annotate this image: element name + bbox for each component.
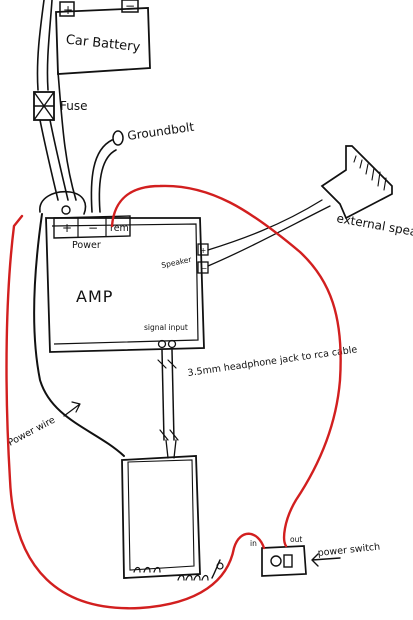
ground-bolt: Groundbolt (90, 120, 195, 213)
speaker-plus-label: + (200, 246, 206, 255)
battery-minus-label: − (125, 0, 135, 13)
amp-power-label: Power (72, 240, 101, 251)
fuse-label: Fuse (60, 99, 88, 113)
amp-title: AMP (76, 287, 113, 306)
speaker-wires (207, 199, 331, 267)
power-switch: in out power switch (250, 535, 381, 577)
remote-wire-red (5, 184, 342, 610)
external-speaker: external speaker (320, 145, 413, 242)
signal-input-label: signal input (144, 323, 188, 332)
power-terminal-bolt (61, 205, 71, 215)
amplifier: + − rem Power AMP Speaker + − signal inp… (45, 215, 209, 353)
switch-out-label: out (290, 535, 302, 544)
power-terminal-blob (39, 190, 87, 215)
amp-minus-label: − (88, 221, 98, 235)
power-wire-label: Power wire (6, 415, 57, 449)
amp-plus-label: + (62, 221, 72, 235)
speaker-minus-label: − (201, 264, 207, 273)
power-wire-arrow (63, 401, 81, 417)
battery-plus-label: + (63, 3, 73, 17)
power-switch-label: power switch (317, 541, 381, 558)
amp-rem-label: rem (110, 223, 129, 234)
external-speaker-label: external speaker (335, 211, 413, 242)
switch-in-label: in (250, 539, 257, 548)
audio-source-device (121, 455, 224, 581)
battery-negative-cable (57, 71, 77, 201)
rca-cable: 3.5mm headphone jack to rca cable (157, 344, 358, 459)
fuse: Fuse (33, 91, 88, 121)
rca-cable-label: 3.5mm headphone jack to rca cable (187, 344, 358, 379)
amp-speaker-label: Speaker (161, 255, 194, 270)
car-battery: + − Car Battery (55, 0, 151, 75)
power-wire-black (33, 213, 125, 457)
battery-label: Car Battery (65, 33, 141, 56)
ground-bolt-label: Groundbolt (126, 120, 195, 143)
